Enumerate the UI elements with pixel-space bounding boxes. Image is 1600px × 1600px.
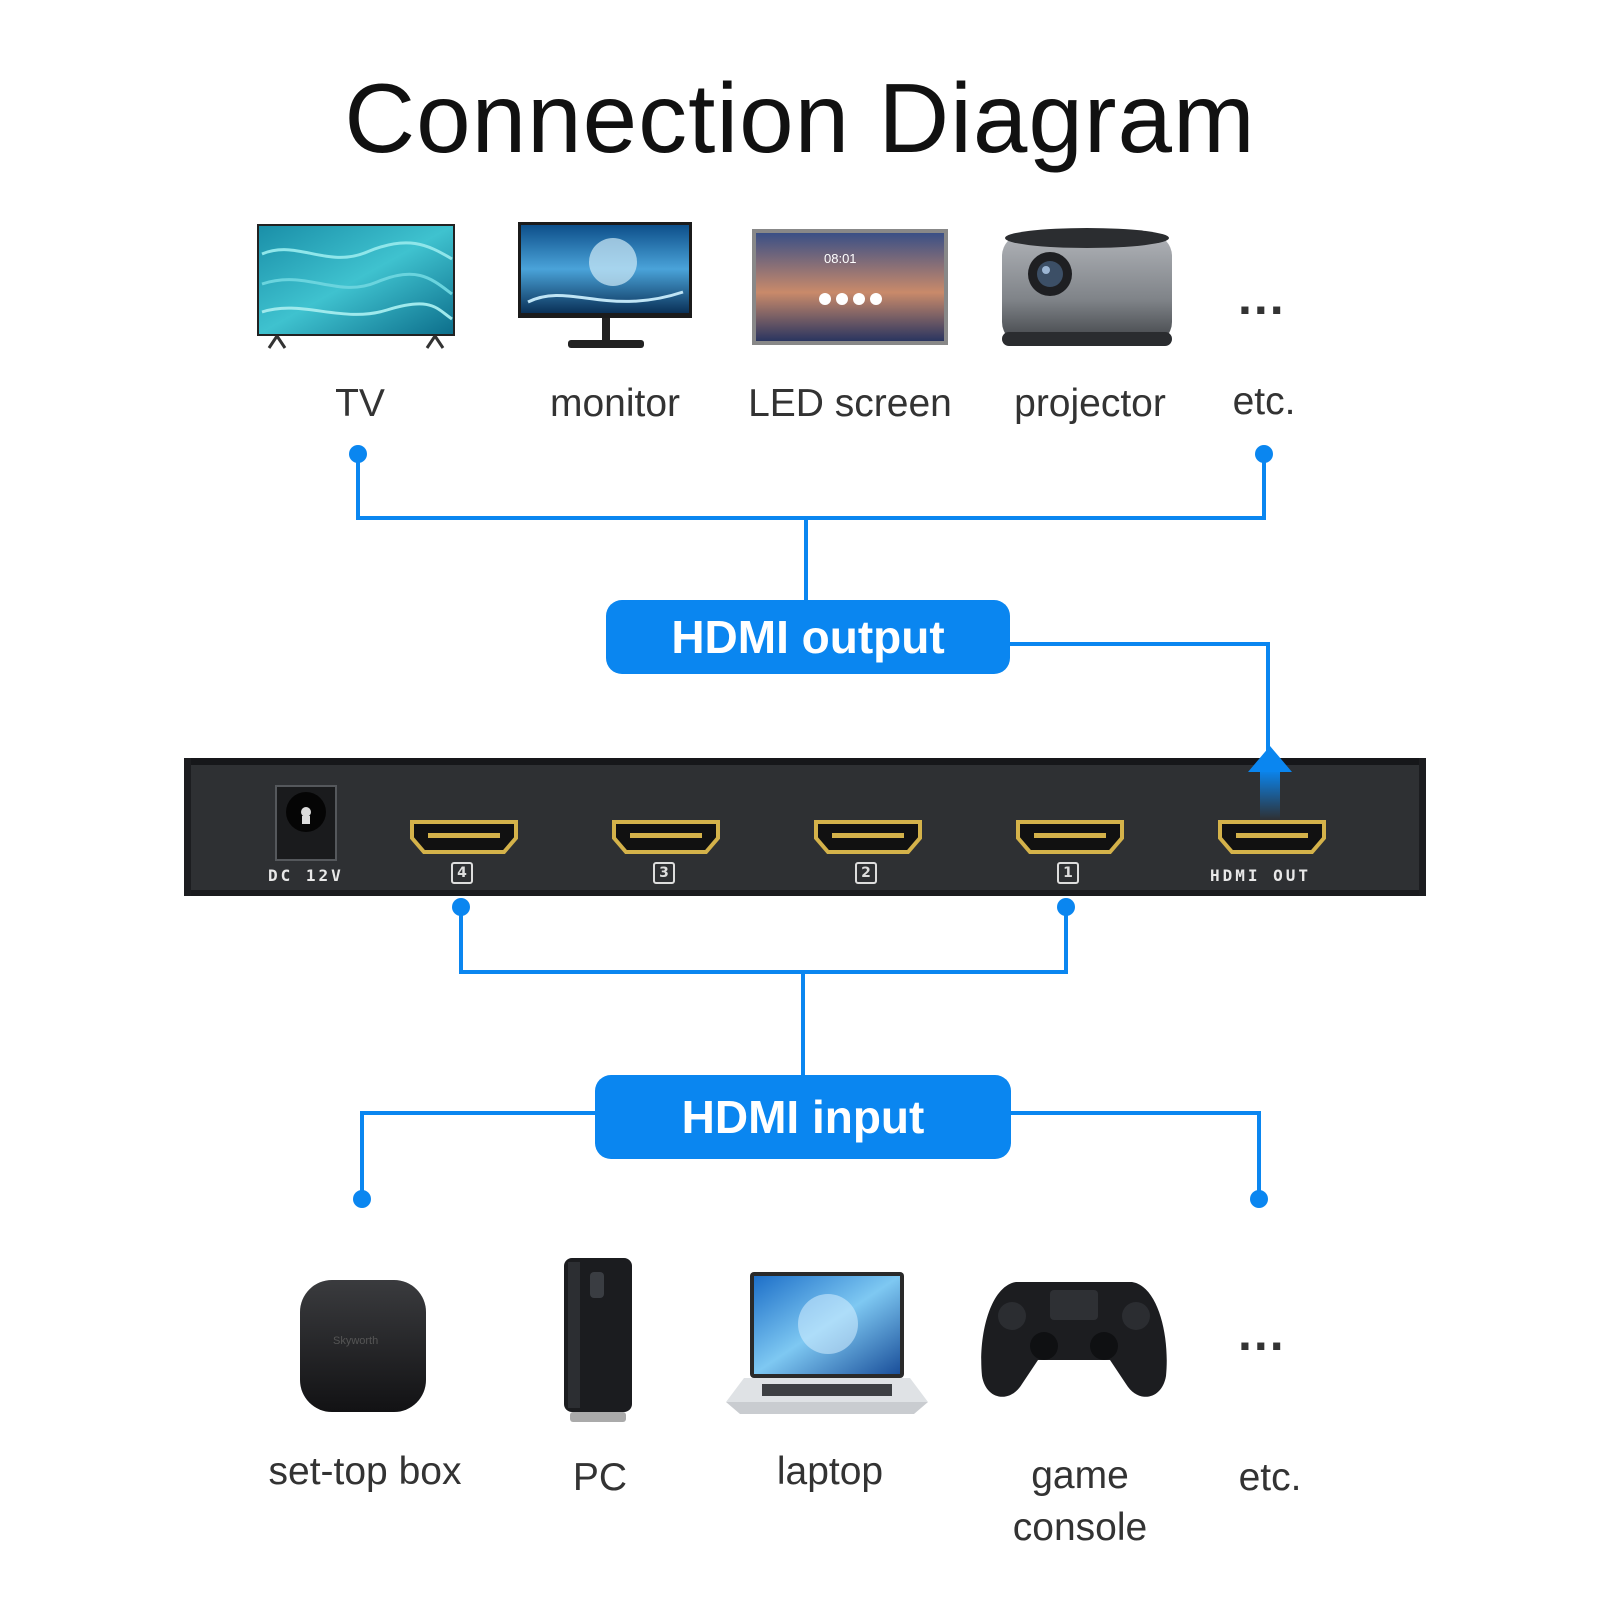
input-label-set-top-box: set-top box xyxy=(268,1450,462,1493)
ellipsis-icon: ... xyxy=(1238,269,1286,325)
connector-dot xyxy=(1250,1190,1268,1208)
output-label-etc: etc. xyxy=(1232,380,1296,423)
output-arrow-icon xyxy=(1248,746,1292,820)
port-number-1: 1 xyxy=(1057,862,1079,884)
laptop-icon xyxy=(726,1272,928,1414)
hdmi-port-3 xyxy=(612,820,720,854)
output-label-tv: TV xyxy=(335,382,385,425)
connector-dot xyxy=(1255,445,1273,463)
input-label-pc: PC xyxy=(572,1456,628,1499)
port-number-4: 4 xyxy=(451,862,473,884)
brand-text: Skyworth xyxy=(333,1335,378,1347)
hdmi-port-out xyxy=(1218,820,1326,854)
output-label-led-screen: LED screen xyxy=(748,382,952,425)
tv-icon xyxy=(257,224,455,349)
port-number-2: 2 xyxy=(855,862,877,884)
input-label-etc: etc. xyxy=(1238,1456,1302,1499)
led-screen-icon: 08:01 xyxy=(752,229,948,345)
input-label-game-console: game console xyxy=(1012,1454,1148,1549)
game-console-icon xyxy=(981,1282,1167,1397)
output-label-projector: projector xyxy=(1014,382,1166,425)
projector-icon xyxy=(1002,228,1172,346)
ellipsis-icon: ... xyxy=(1238,1305,1286,1361)
hdmi-port-1 xyxy=(1016,820,1124,854)
monitor-icon xyxy=(518,222,692,348)
hdmi-out-label: HDMI OUT xyxy=(1210,866,1312,885)
input-label-laptop: laptop xyxy=(776,1450,884,1493)
dc-power-jack xyxy=(275,785,337,861)
connector-dot xyxy=(349,445,367,463)
hdmi-output-tag: HDMI output xyxy=(606,600,1010,674)
connector-dot xyxy=(353,1190,371,1208)
hdmi-input-tag: HDMI input xyxy=(595,1075,1011,1159)
led-clock-text: 08:01 xyxy=(824,251,857,266)
pc-icon xyxy=(564,1258,632,1422)
port-number-3: 3 xyxy=(653,862,675,884)
connector-dot xyxy=(452,898,470,916)
hdmi-port-4 xyxy=(410,820,518,854)
output-label-monitor: monitor xyxy=(549,382,681,425)
diagram-title: Connection Diagram xyxy=(344,63,1256,173)
hdmi-port-2 xyxy=(814,820,922,854)
connector-dot xyxy=(1057,898,1075,916)
set-top-box-icon: Skyworth xyxy=(300,1280,426,1412)
hdmi-switch-body xyxy=(184,746,1426,896)
dc-12v-label: DC 12V xyxy=(268,866,344,885)
